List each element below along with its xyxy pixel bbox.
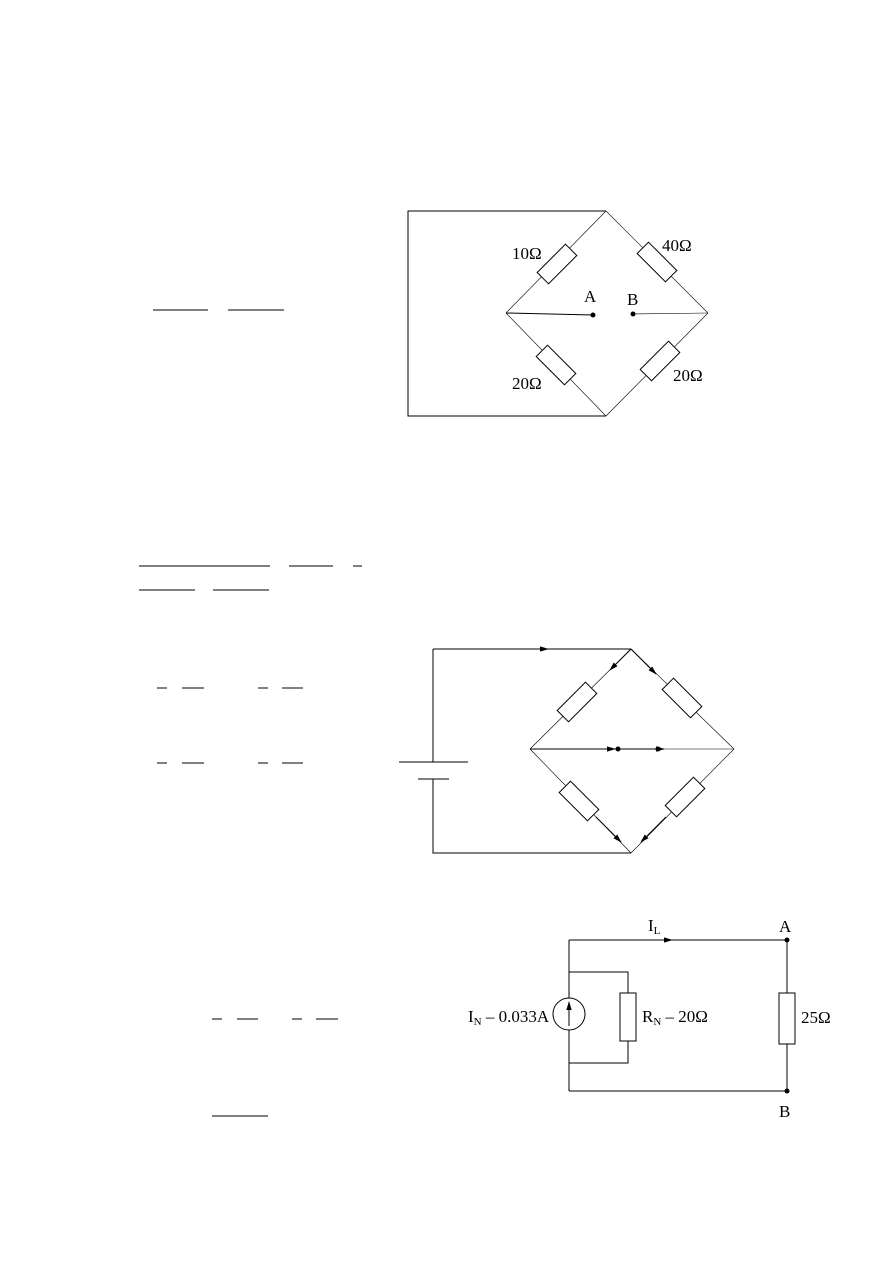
fraction-lines-3 <box>157 687 303 764</box>
resistor-bottom-right <box>664 776 706 818</box>
resistor-top-right <box>636 241 678 283</box>
resistor-rn <box>619 992 637 1042</box>
resistor-top-left <box>556 681 598 723</box>
label-node-a: A <box>779 917 792 936</box>
label-rn: RN – 20Ω <box>642 1007 708 1028</box>
bridge-circuit-1: 10Ω 40Ω 20Ω 20Ω A B <box>407 210 709 417</box>
label-source: IN – 0.033A <box>468 1007 550 1028</box>
resistor-top-left <box>536 243 578 285</box>
fraction-lines-4 <box>212 1018 338 1117</box>
label-node-b: B <box>779 1102 790 1121</box>
label-r-bottom-right: 20Ω <box>673 366 703 385</box>
label-load: 25Ω <box>801 1008 831 1027</box>
resistor-top-right <box>661 677 703 719</box>
wire-to-b <box>632 312 709 315</box>
fraction-lines-2 <box>139 565 362 591</box>
resistor-bottom-right <box>639 340 681 382</box>
node-b-dot <box>630 311 636 317</box>
label-current: IL <box>648 916 661 937</box>
norton-circuit: IL IN – 0.033A RN – 20Ω 25Ω A B <box>468 916 831 1121</box>
node-a-dot <box>784 937 790 943</box>
node-a-dot <box>590 312 596 318</box>
resistor-bottom-left <box>558 780 600 822</box>
label-r-bottom-left: 20Ω <box>512 374 542 393</box>
wire-to-a <box>505 312 594 316</box>
bridge-circuit-2 <box>399 646 735 854</box>
label-node-a: A <box>584 287 597 306</box>
resistor-bottom-left <box>535 344 577 386</box>
label-r-top-right: 40Ω <box>662 236 692 255</box>
outer-wire <box>407 210 606 417</box>
label-node-b: B <box>627 290 638 309</box>
label-r-top-left: 10Ω <box>512 244 542 263</box>
node-b-dot <box>784 1088 790 1094</box>
resistor-load <box>778 992 796 1045</box>
